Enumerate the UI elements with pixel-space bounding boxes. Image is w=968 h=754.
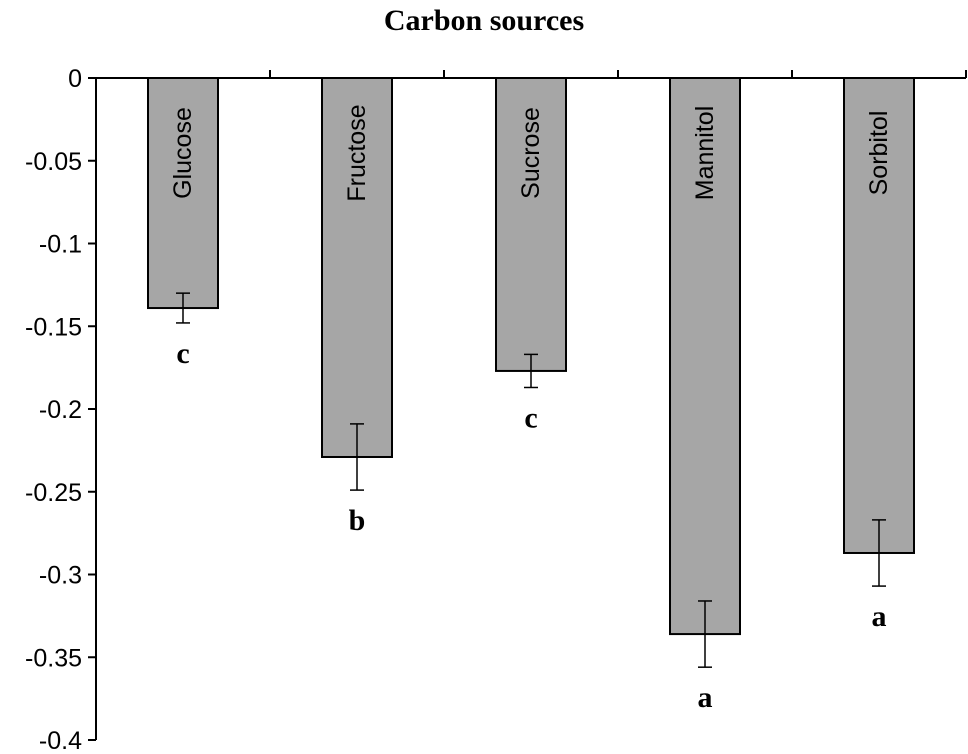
y-tick-label: -0.4: [39, 727, 82, 754]
significance-label: a: [698, 681, 713, 714]
x-axis: [96, 70, 967, 79]
bar-fructose: [321, 77, 393, 458]
y-tick-label: -0.2: [39, 396, 82, 424]
category-label: Sucrose: [517, 107, 545, 199]
y-tick-label: -0.05: [25, 148, 82, 176]
y-tick-label: -0.3: [39, 562, 82, 590]
bar-sorbitol: [843, 77, 915, 554]
bars: Glucose c Fructose b Sucrose c Mannitol a Sorbit…: [147, 77, 915, 714]
y-tick-label: -0.1: [39, 231, 82, 259]
bar-sucrose: [495, 77, 567, 372]
category-label: Mannitol: [691, 106, 719, 201]
y-tick-label: 0: [68, 65, 82, 93]
category-label: Glucose: [169, 107, 197, 199]
y-axis: 0 -0.05 -0.1 -0.15 -0.2 -0.25 -0.3 -0.35 -0.4: [25, 65, 97, 754]
significance-label: b: [349, 504, 366, 537]
significance-label: c: [176, 337, 189, 370]
y-tick-label: -0.25: [25, 479, 82, 507]
bar-mannitol: [669, 77, 741, 636]
chart-title: Carbon sources: [384, 4, 584, 37]
significance-label: a: [872, 600, 887, 633]
category-label: Fructose: [343, 104, 371, 201]
category-label: Sorbitol: [865, 111, 893, 196]
significance-label: c: [524, 401, 537, 434]
y-tick-label: -0.15: [25, 313, 82, 341]
y-tick-label: -0.35: [25, 644, 82, 672]
